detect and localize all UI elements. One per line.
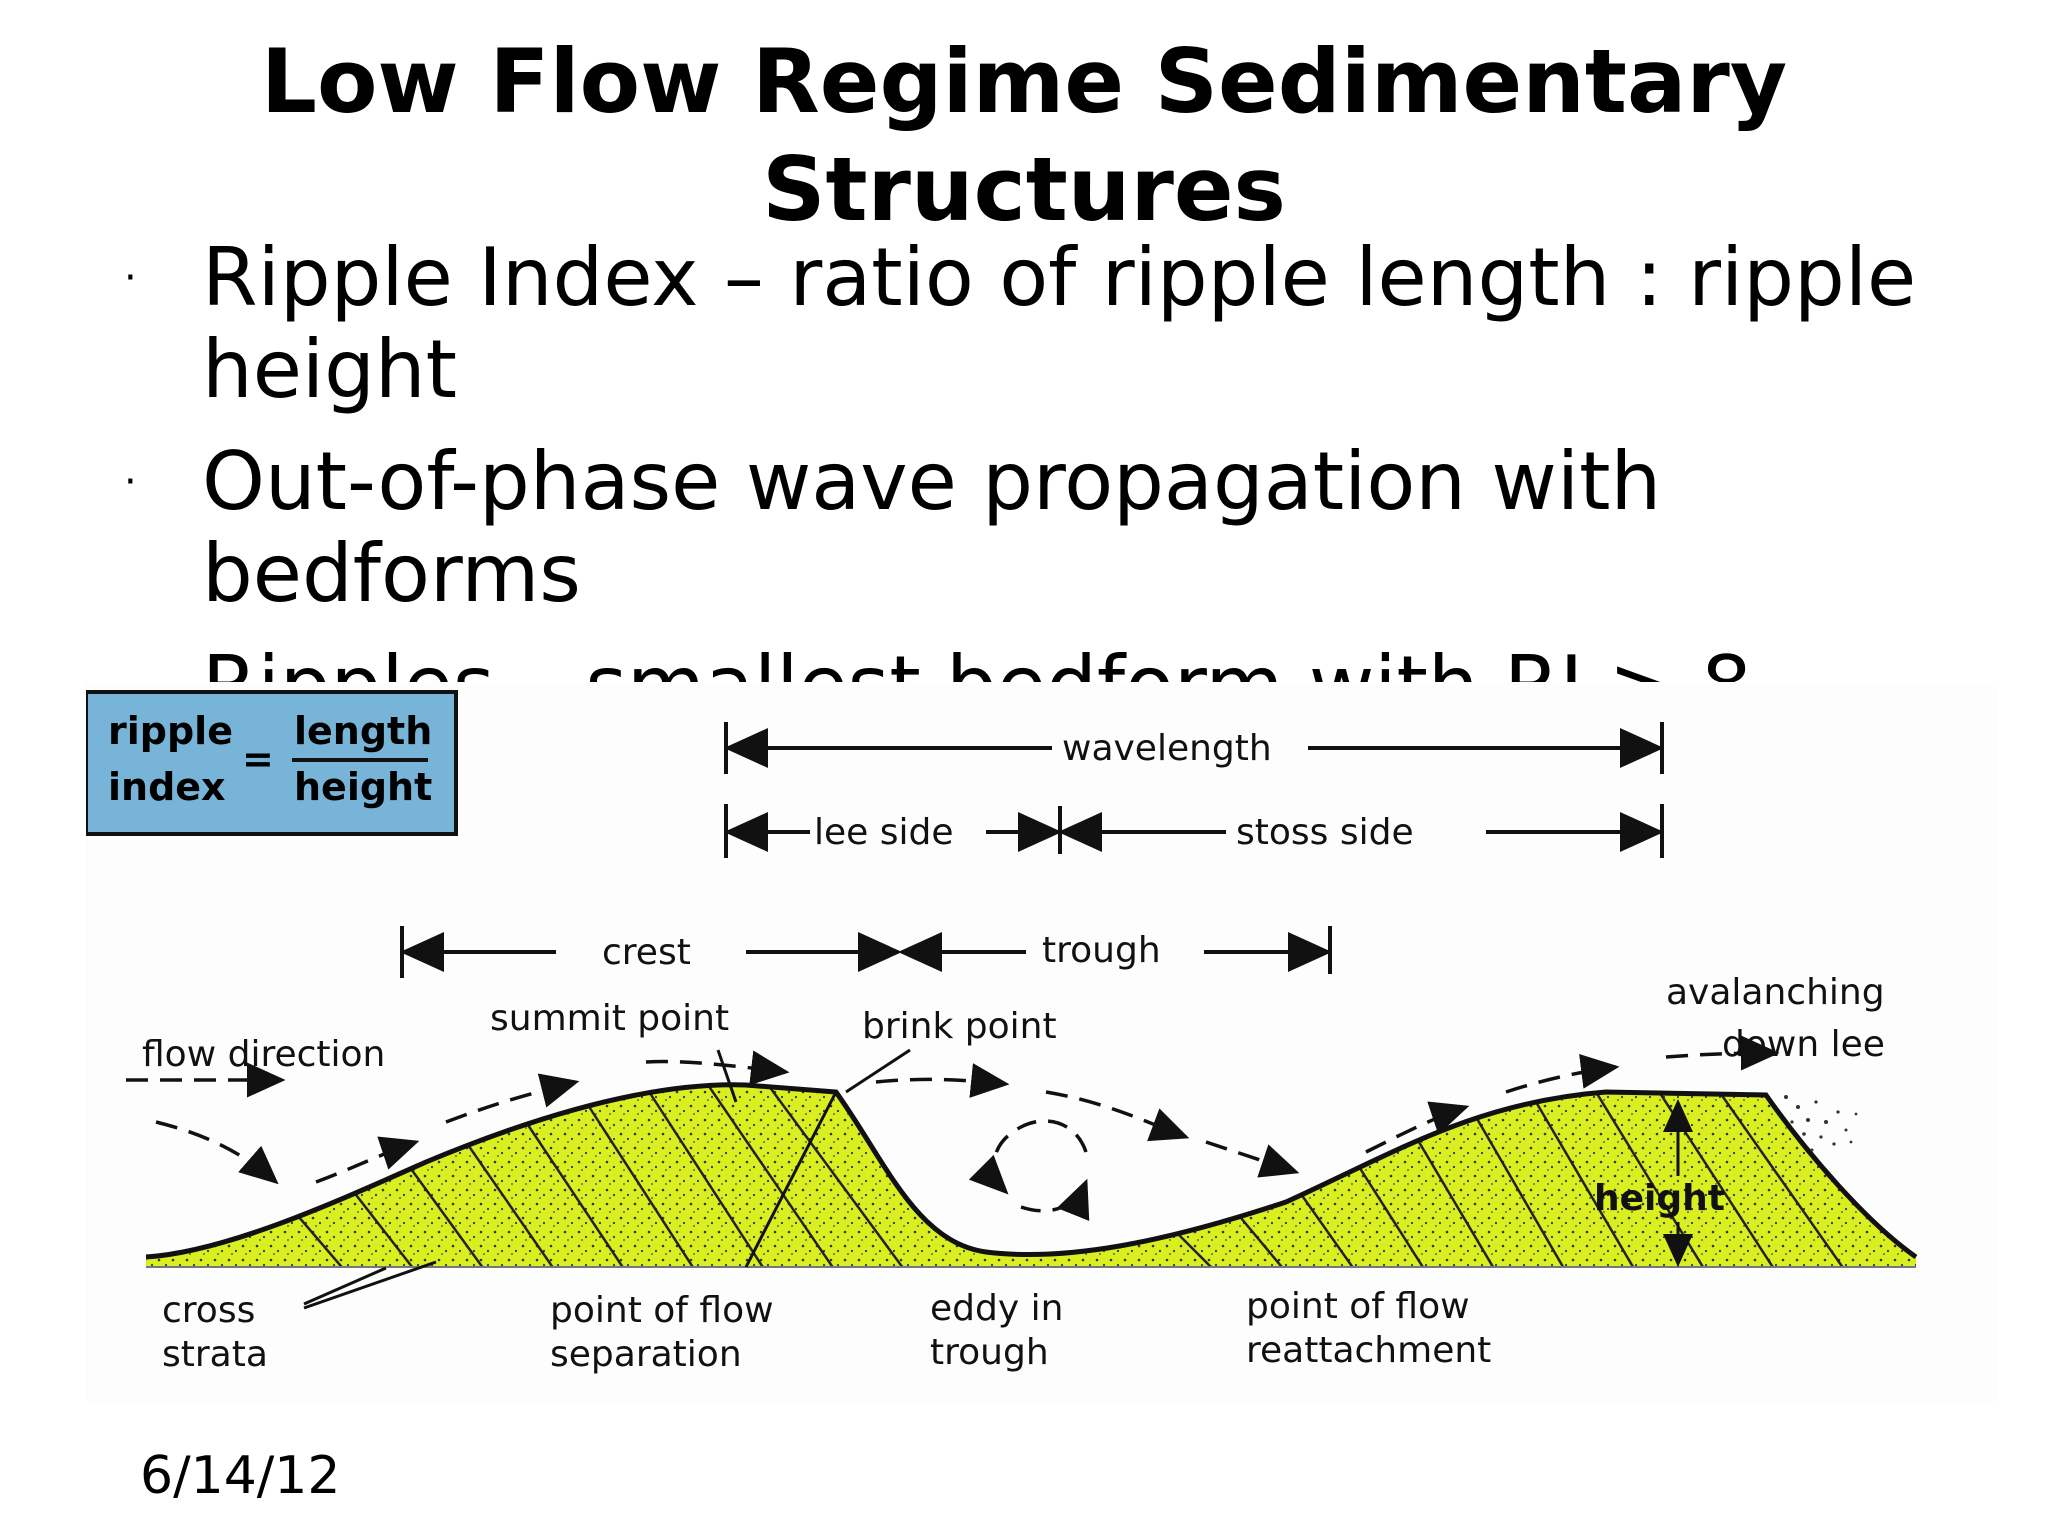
- label-eddy-1: eddy in: [930, 1288, 1063, 1329]
- avalanche-spray: [1784, 1095, 1858, 1152]
- ripple-diagram: ripple index = length height: [86, 682, 1998, 1402]
- ripple-index-formula: ripple index = length height: [86, 690, 458, 836]
- bullet-text: Out-of-phase wave propagation with bedfo…: [202, 435, 1662, 620]
- bullet-item: · Ripple Index – ratio of ripple length …: [110, 232, 1990, 416]
- bullet-list: · Ripple Index – ratio of ripple length …: [110, 232, 1990, 682]
- formula-numerator: length: [294, 709, 432, 753]
- formula-box: [86, 690, 458, 836]
- eddy-circulation: [968, 1119, 1090, 1221]
- leader-lines: [303, 1048, 911, 1310]
- title-line-1: Low Flow Regime Sedimentary: [260, 30, 1788, 133]
- slide-title: Low Flow Regime Sedimentary Structures: [0, 28, 2048, 244]
- sediment-stipple: [146, 1084, 1916, 1267]
- title-line-2: Structures: [762, 138, 1286, 241]
- bullet-dot-icon: ·: [124, 459, 137, 505]
- separation-line: [744, 1091, 838, 1268]
- label-stoss-side: stoss side: [1236, 812, 1414, 853]
- dimension-lines: [400, 722, 1664, 978]
- bullet-text: Ripple Index – ratio of ripple length : …: [202, 232, 1917, 416]
- slide-date: 6/14/12: [140, 1446, 341, 1506]
- label-separation-2: separation: [550, 1334, 742, 1375]
- formula-equals: =: [242, 737, 274, 781]
- label-reattachment-1: point of flow: [1246, 1286, 1470, 1327]
- formula-denominator: height: [294, 765, 432, 809]
- bullet-text: Ripples – smallest bedform with RI > 8: [202, 639, 1752, 683]
- label-flow-direction: flow direction: [142, 1034, 385, 1075]
- formula-left-bottom: index: [108, 765, 226, 809]
- bullet-dot-icon: ·: [124, 255, 137, 301]
- label-lee-side: lee side: [814, 812, 954, 853]
- label-reattachment-2: reattachment: [1246, 1330, 1491, 1371]
- label-height: height: [1594, 1178, 1725, 1219]
- diagram-labels: wavelength lee side stoss side crest tro…: [142, 728, 1885, 1375]
- bullet-dot-icon: ·: [124, 640, 137, 682]
- label-summit-point: summit point: [490, 998, 729, 1039]
- label-down-lee: down lee: [1722, 1024, 1885, 1065]
- bullet-item: · Ripples – smallest bedform with RI > 8: [110, 639, 1990, 683]
- label-separation-1: point of flow: [550, 1290, 774, 1331]
- label-crest: crest: [602, 932, 691, 973]
- label-trough: trough: [1042, 930, 1161, 971]
- cross-strata-lines: [285, 1084, 1848, 1267]
- flow-arrows: [126, 1035, 1780, 1185]
- ripple-diagram-svg: ripple index = length height: [86, 690, 1918, 1375]
- label-brink-point: brink point: [862, 1006, 1057, 1047]
- formula-left-top: ripple: [108, 709, 233, 753]
- bedform-surface: [145, 1082, 1918, 1260]
- label-strata: strata: [162, 1334, 268, 1375]
- label-cross: cross: [162, 1290, 255, 1331]
- label-wavelength: wavelength: [1062, 728, 1272, 769]
- label-eddy-2: trough: [930, 1332, 1049, 1373]
- bullet-item: · Out-of-phase wave propagation with bed…: [110, 436, 1990, 620]
- ripple-bedform: [145, 1082, 1918, 1268]
- label-avalanching: avalanching: [1666, 972, 1885, 1013]
